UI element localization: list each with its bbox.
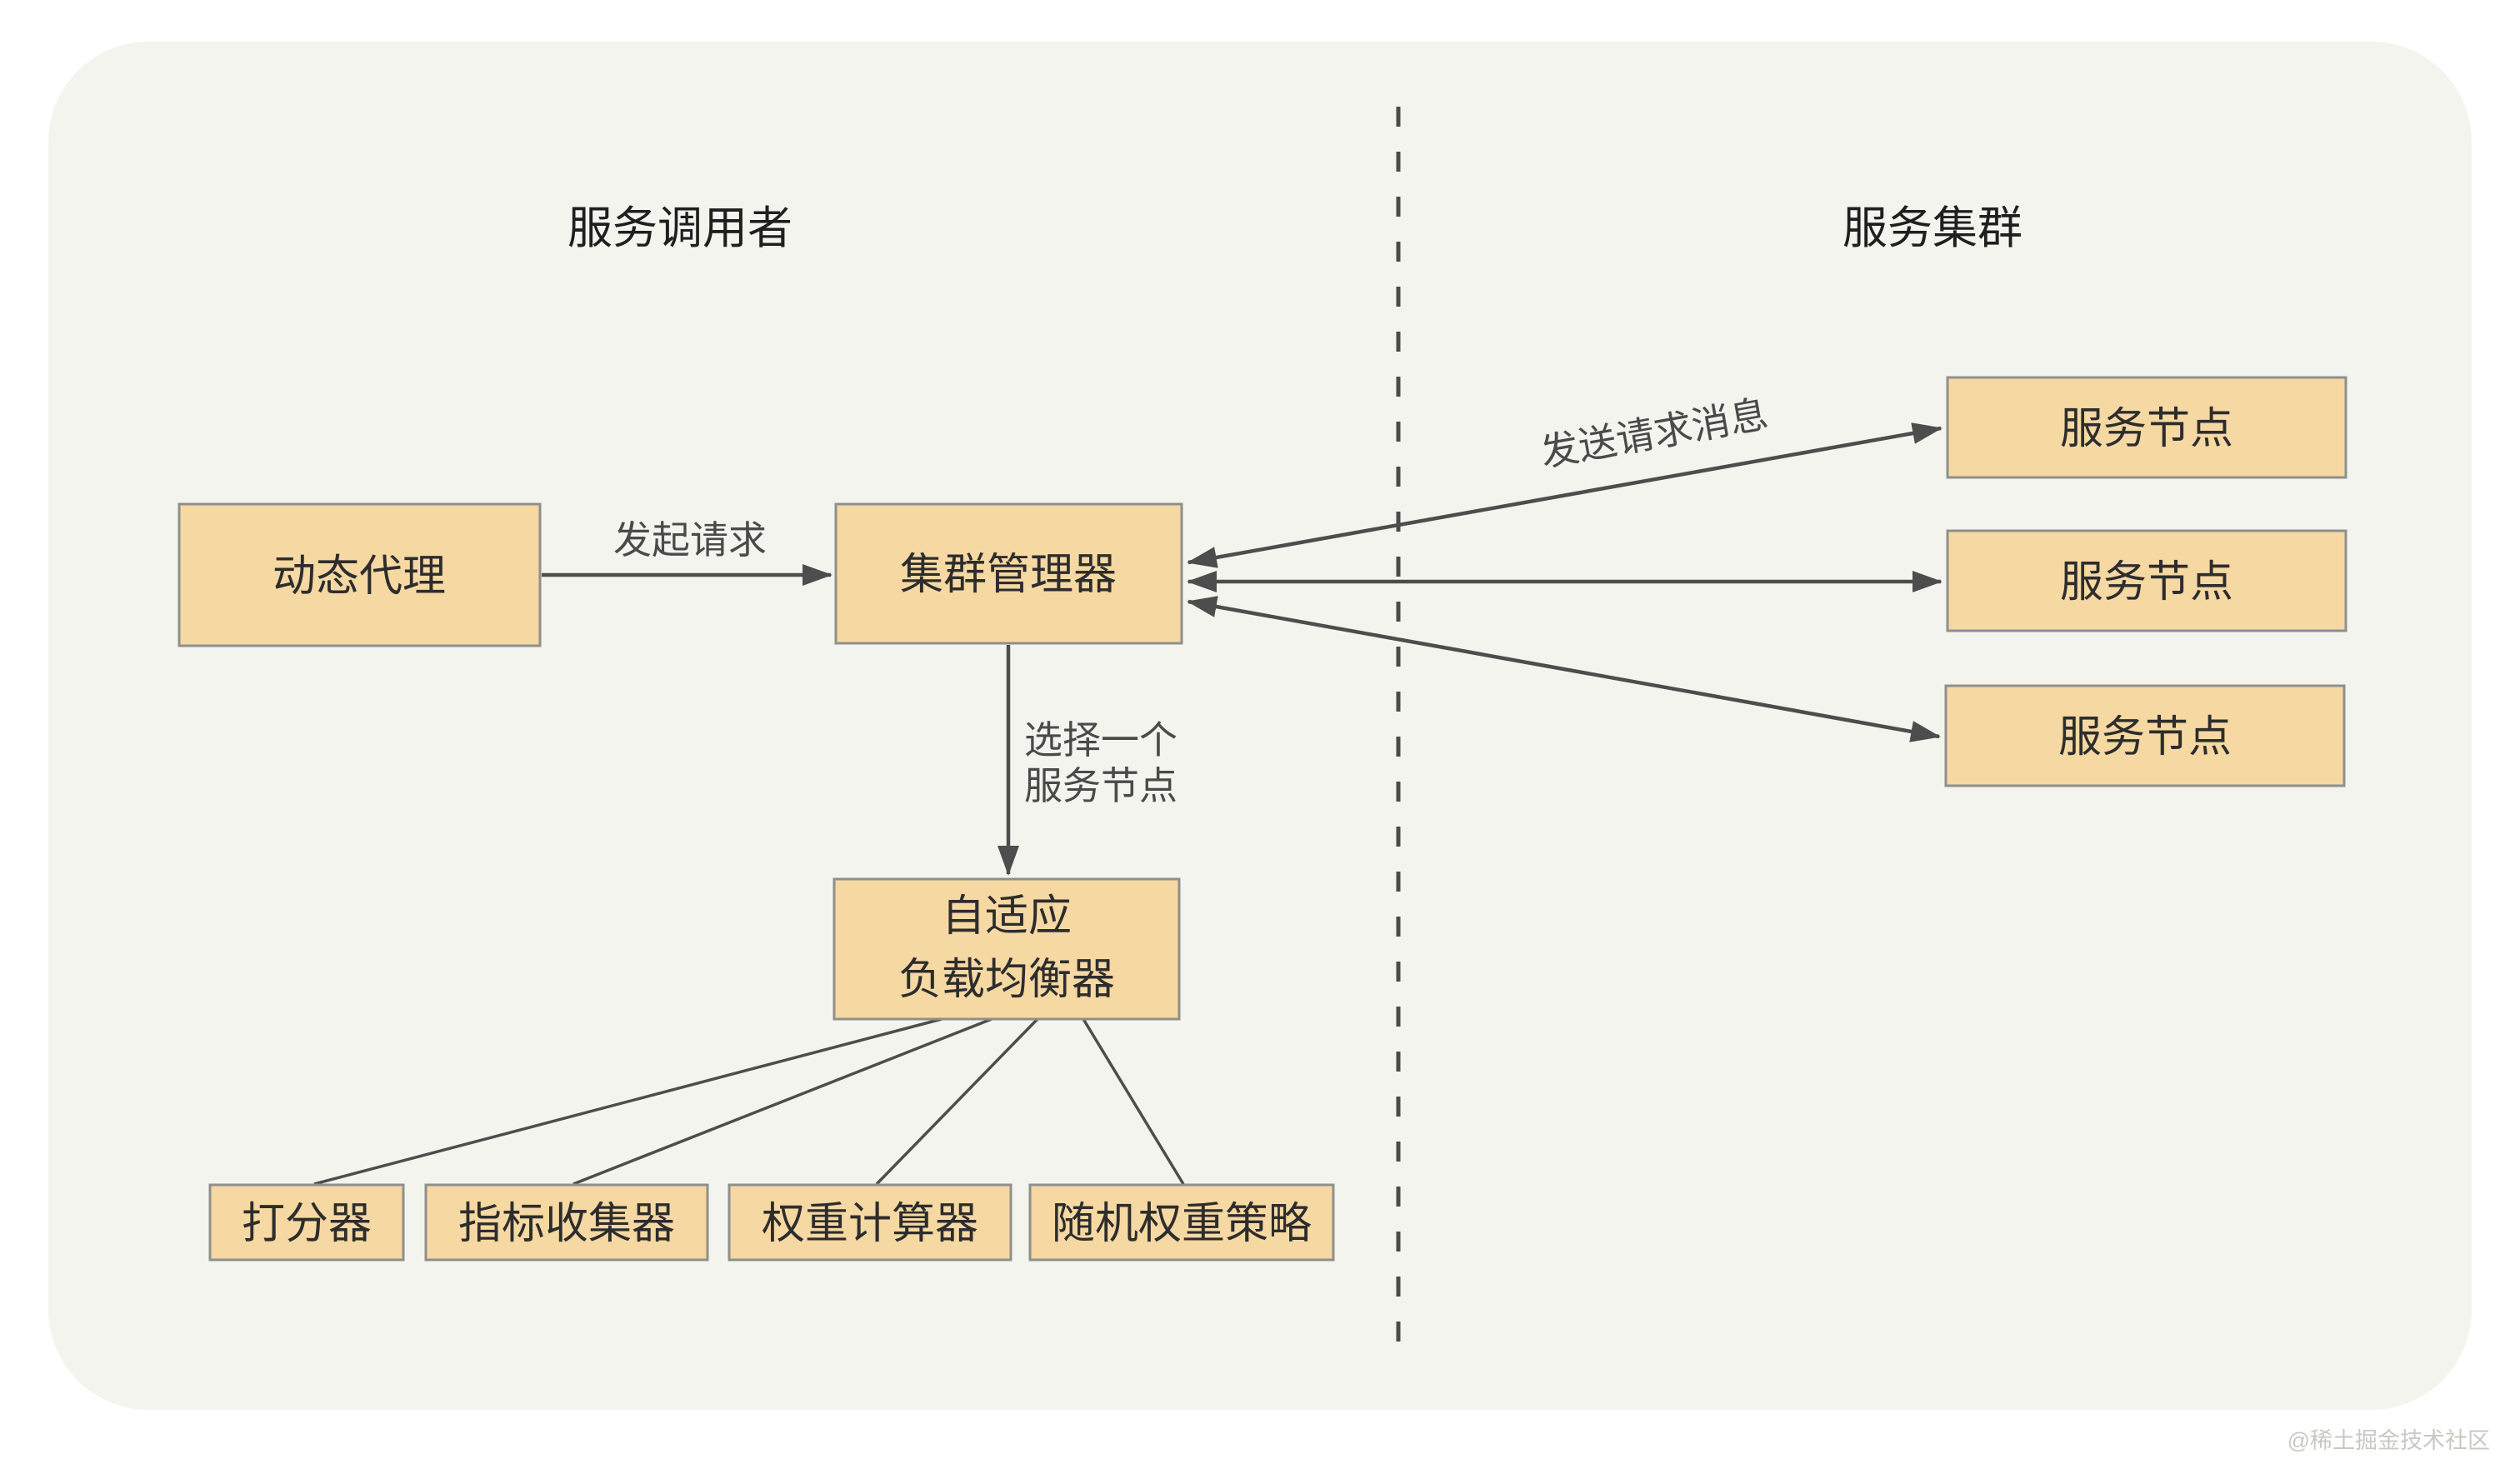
box-service-node-1-label: 服务节点 — [2060, 405, 2233, 453]
edge-manager-node3 — [1187, 596, 1941, 742]
box-adaptive-load-balancer: 自适应 负载均衡器 — [832, 877, 1181, 1021]
edge-manager-node1 — [1187, 422, 1942, 568]
box-service-node-1-rect — [1946, 376, 2348, 479]
box-random-weight-strategy-rect — [1028, 1183, 1335, 1262]
section-title-service-cluster: 服务集群 — [1842, 203, 2022, 253]
box-scorer-rect — [208, 1183, 405, 1262]
box-service-node-3: 服务节点 — [1944, 684, 2346, 787]
box-dynamic-proxy-rect — [178, 502, 542, 647]
section-title-service-caller: 服务调用者 — [568, 203, 792, 253]
edge-label-initiate-request: 发起请求 — [613, 518, 767, 562]
box-service-node-3-label: 服务节点 — [2058, 713, 2232, 762]
box-dynamic-proxy: 动态代理 — [178, 502, 542, 647]
box-metric-collector: 指标收集器 — [424, 1183, 709, 1262]
edge-label-select-node-line1: 选择一个 — [1024, 718, 1178, 762]
box-cluster-manager: 集群管理器 — [834, 502, 1183, 645]
box-service-node-2-label: 服务节点 — [2060, 558, 2233, 607]
box-cluster-manager-rect — [834, 502, 1183, 645]
box-metric-collector-label: 指标收集器 — [458, 1200, 675, 1248]
box-scorer-label: 打分器 — [242, 1200, 372, 1248]
box-service-node-2: 服务节点 — [1946, 529, 2348, 632]
box-random-weight-strategy-label: 随机权重策略 — [1052, 1200, 1312, 1248]
box-service-node-1: 服务节点 — [1946, 376, 2348, 479]
line-balancer-random-weight-strategy — [1082, 1018, 1185, 1185]
box-service-node-3-rect — [1944, 684, 2346, 787]
box-weight-calculator: 权重计算器 — [728, 1183, 1012, 1262]
box-weight-calculator-label: 权重计算器 — [762, 1200, 978, 1248]
box-adaptive-load-balancer-label-line2: 负载均衡器 — [898, 956, 1115, 1004]
box-adaptive-load-balancer-label-line1: 自适应 — [942, 892, 1072, 941]
box-weight-calculator-rect — [728, 1183, 1012, 1262]
line-balancer-weight-calculator — [875, 1017, 1039, 1186]
watermark-text: @稀土掘金技术社区 — [2288, 1428, 2490, 1453]
box-adaptive-load-balancer-rect — [832, 877, 1181, 1021]
box-dynamic-proxy-label: 动态代理 — [272, 552, 446, 601]
box-scorer: 打分器 — [208, 1183, 405, 1262]
box-metric-collector-rect — [424, 1183, 709, 1262]
line-balancer-metric-collector — [572, 1017, 992, 1186]
line-balancer-scorer — [313, 1017, 942, 1186]
box-random-weight-strategy: 随机权重策略 — [1028, 1183, 1335, 1262]
edge-label-select-node-line2: 服务节点 — [1024, 764, 1178, 807]
box-service-node-2-rect — [1946, 529, 2348, 632]
box-cluster-manager-label: 集群管理器 — [900, 551, 1117, 599]
